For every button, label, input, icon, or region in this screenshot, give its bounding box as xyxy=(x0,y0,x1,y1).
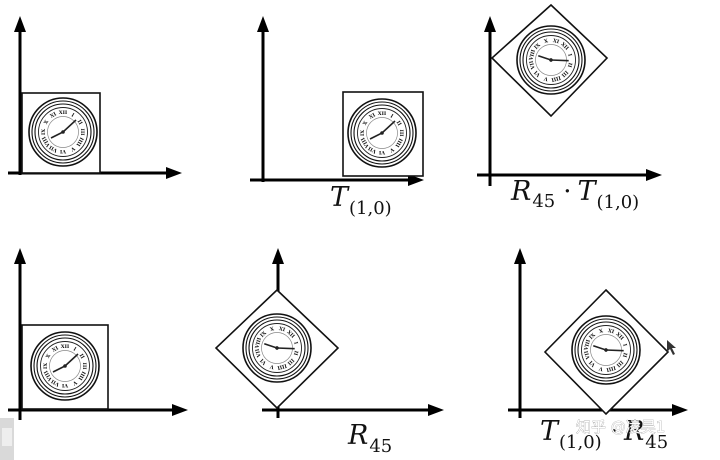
clock-icon xyxy=(29,98,97,166)
clock-diamond xyxy=(545,290,668,414)
clock-diamond xyxy=(216,290,338,408)
clock-diamond xyxy=(492,5,607,116)
panel-original-bottom xyxy=(8,248,188,420)
panel-rotate: R45 xyxy=(216,248,444,457)
panel-rotate-after-translate: R45·T(1,0) xyxy=(477,5,662,213)
clock-icon xyxy=(229,300,325,396)
corner-thumbnail xyxy=(0,418,14,460)
clock-icon xyxy=(348,99,416,167)
panel-translate: T(1,0) xyxy=(250,16,424,219)
label-translate: T(1,0) xyxy=(330,182,392,219)
clock-square xyxy=(22,93,100,173)
panel-original-top xyxy=(8,16,182,179)
clock-square xyxy=(22,325,108,409)
clock-icon xyxy=(558,302,654,398)
watermark-text: 知乎 @凌昊1 xyxy=(576,418,665,436)
clock-square xyxy=(343,92,423,176)
clock-icon xyxy=(31,332,99,400)
label-rotate-translate: R45·T(1,0) xyxy=(510,176,639,213)
label-rotate: R45 xyxy=(347,420,392,457)
clock-icon xyxy=(503,12,599,108)
